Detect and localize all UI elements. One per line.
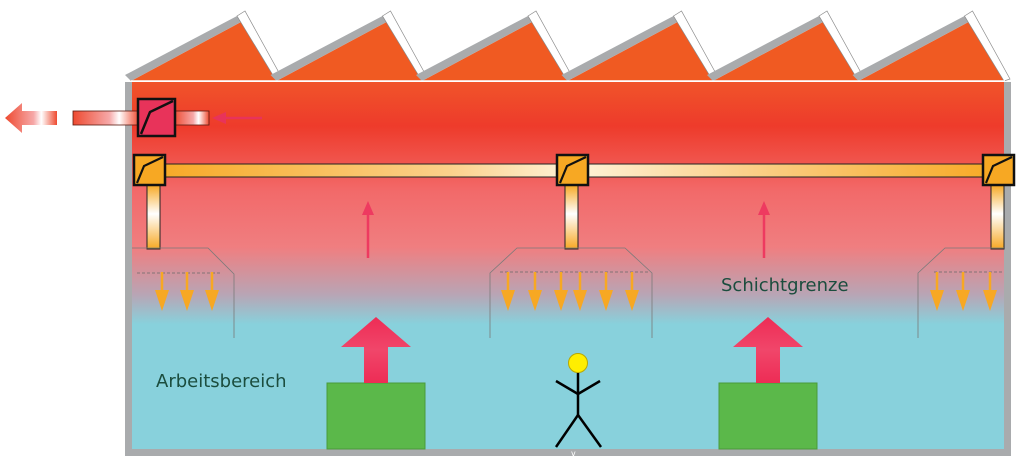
supply-riser-right	[990, 184, 1005, 250]
supply-air-down-arrow-icon	[625, 272, 639, 311]
supply-outlet-left	[132, 247, 235, 338]
left-wall	[125, 82, 132, 454]
supply-outlet-right	[917, 247, 1004, 338]
heat-plume-arrow-right-icon	[733, 317, 803, 383]
damper-blade-icon	[558, 156, 587, 184]
supply-air-down-arrow-icon	[599, 272, 613, 311]
person-figure	[554, 353, 603, 448]
right-wall	[1004, 82, 1011, 454]
exhaust-damper[interactable]	[136, 97, 177, 138]
supply-outlet-center	[489, 247, 653, 338]
supply-riser-left	[146, 184, 161, 250]
exhaust-system	[5, 97, 262, 138]
supply-air-down-arrow-icon	[554, 272, 568, 311]
roof-tooth	[270, 10, 429, 82]
supply-air-down-arrow-icon	[983, 272, 997, 311]
skylight-glazing	[964, 10, 1011, 82]
supply-air-down-arrow-icon	[573, 272, 587, 311]
supply-outlets	[132, 247, 1004, 338]
person-head	[568, 353, 588, 373]
heat-plume-arrow-left-icon	[341, 317, 411, 383]
roof-tooth	[416, 10, 575, 82]
roof-tooth	[707, 10, 866, 82]
machine-left	[326, 382, 426, 450]
supply-riser-center	[564, 184, 579, 250]
supply-air-duct	[132, 153, 1016, 250]
sawtooth-roof	[125, 10, 1011, 82]
roof-panel	[270, 16, 387, 81]
damper-blade-icon	[984, 156, 1013, 184]
floor-marker: v	[571, 449, 576, 458]
extract-air-arrowhead	[212, 112, 226, 124]
exhaust-out-arrow-icon	[5, 103, 57, 133]
rising-air-arrowhead-left	[362, 201, 374, 215]
rising-air-arrowhead-right	[758, 201, 770, 215]
floor	[125, 449, 1011, 456]
supply-air-down-arrow-icon	[205, 272, 219, 311]
roof-panel	[561, 16, 678, 81]
heat-source-right	[718, 317, 818, 450]
exhaust-duct-inner	[173, 110, 210, 126]
supply-air-down-arrow-icon	[528, 272, 542, 311]
exhaust-duct-outer	[72, 110, 140, 126]
work-zone-label: Arbeitsbereich	[156, 371, 287, 392]
damper-blade-icon	[139, 99, 174, 135]
supply-damper[interactable]	[555, 153, 590, 187]
roof-panel	[416, 16, 532, 81]
supply-air-down-arrow-icon	[930, 272, 944, 311]
supply-damper[interactable]	[981, 153, 1016, 187]
damper-blade-icon	[135, 156, 164, 184]
roof-tooth	[852, 10, 1011, 82]
supply-air-down-arrow-icon	[155, 272, 169, 311]
stratification-boundary-label: Schichtgrenze	[721, 275, 849, 296]
roof-panel	[707, 16, 823, 81]
heat-source-left	[326, 317, 426, 450]
roof-panel	[125, 16, 241, 81]
roof-tooth	[561, 10, 720, 82]
supply-air-down-arrow-icon	[180, 272, 194, 311]
supply-air-down-arrow-icon	[956, 272, 970, 311]
room-air-stratification	[131, 82, 1005, 449]
roof-tooth	[125, 10, 284, 82]
machine-right	[718, 382, 818, 450]
roof-panel	[852, 16, 969, 81]
supply-air-down-arrow-icon	[501, 272, 515, 311]
supply-damper[interactable]	[132, 153, 167, 187]
rising-air-arrows	[362, 201, 770, 258]
